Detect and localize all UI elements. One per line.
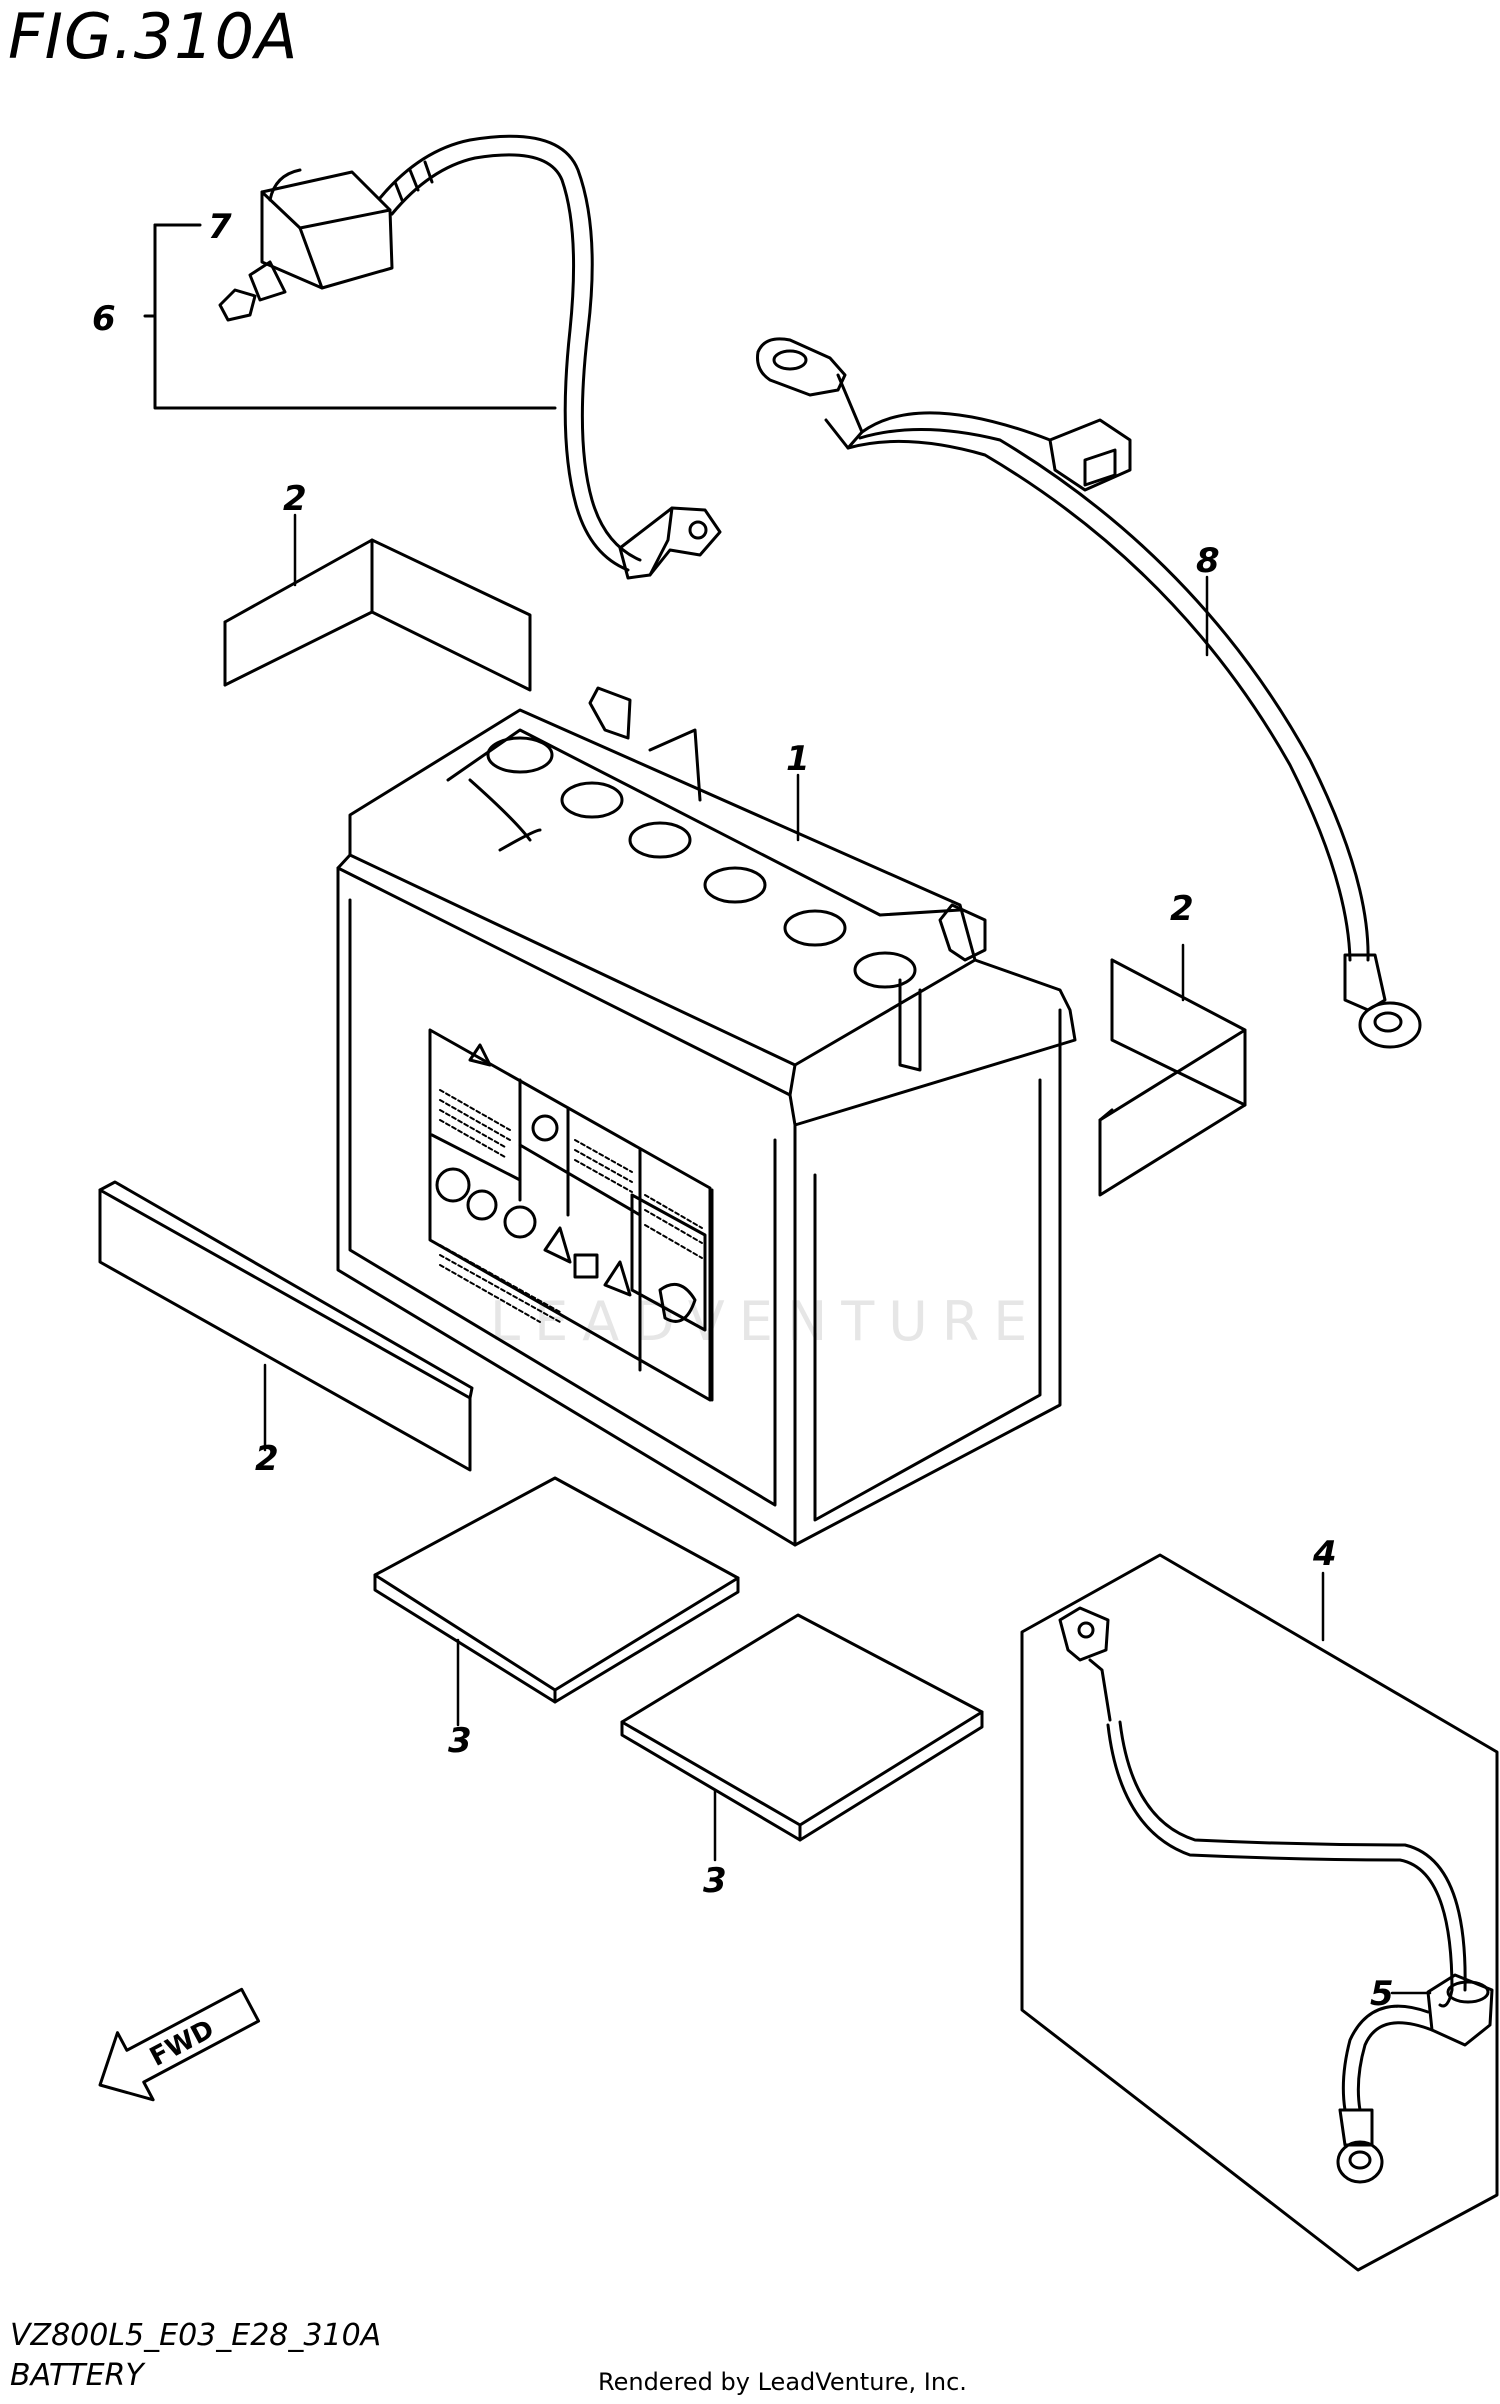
callout-4: 4 — [1312, 1534, 1337, 1574]
model-code: VZ800L5_E03_E28_310A — [10, 2318, 382, 2353]
battery-case-assembly — [1020, 1553, 1499, 2272]
leader-lines — [263, 513, 1432, 1995]
callout-3a: 3 — [448, 1721, 472, 1761]
sheet-lower — [620, 1613, 984, 1842]
callout-5: 5 — [1370, 1974, 1394, 2014]
callout-1: 1 — [786, 739, 810, 779]
watermark-text: LEADVENTURE — [490, 1290, 1041, 1353]
callout-6: 6 — [92, 299, 116, 339]
fwd-arrow-icon: FWD — [98, 1987, 261, 2102]
callout-8: 8 — [1196, 541, 1220, 581]
negative-lead-wire — [756, 337, 1422, 1049]
figure-caption: BATTERY — [10, 2358, 144, 2393]
rendered-by-credit: Rendered by LeadVenture, Inc. — [598, 2368, 967, 2396]
sheet-upper — [373, 1476, 740, 1704]
callout-2c: 2 — [255, 1439, 279, 1479]
callout-2a: 2 — [283, 479, 307, 519]
positive-cable-assembly — [218, 134, 722, 580]
callout-3b: 3 — [703, 1861, 727, 1901]
pad-upper-left — [223, 538, 532, 692]
pad-right — [1098, 958, 1247, 1197]
callout-7: 7 — [208, 207, 232, 247]
figure-title: FIG.310A — [8, 0, 299, 73]
battery-body — [336, 686, 1077, 1547]
callout-bracket-6-7 — [143, 223, 557, 410]
pad-lower-left — [98, 1180, 474, 1472]
callout-2b: 2 — [1170, 889, 1194, 929]
